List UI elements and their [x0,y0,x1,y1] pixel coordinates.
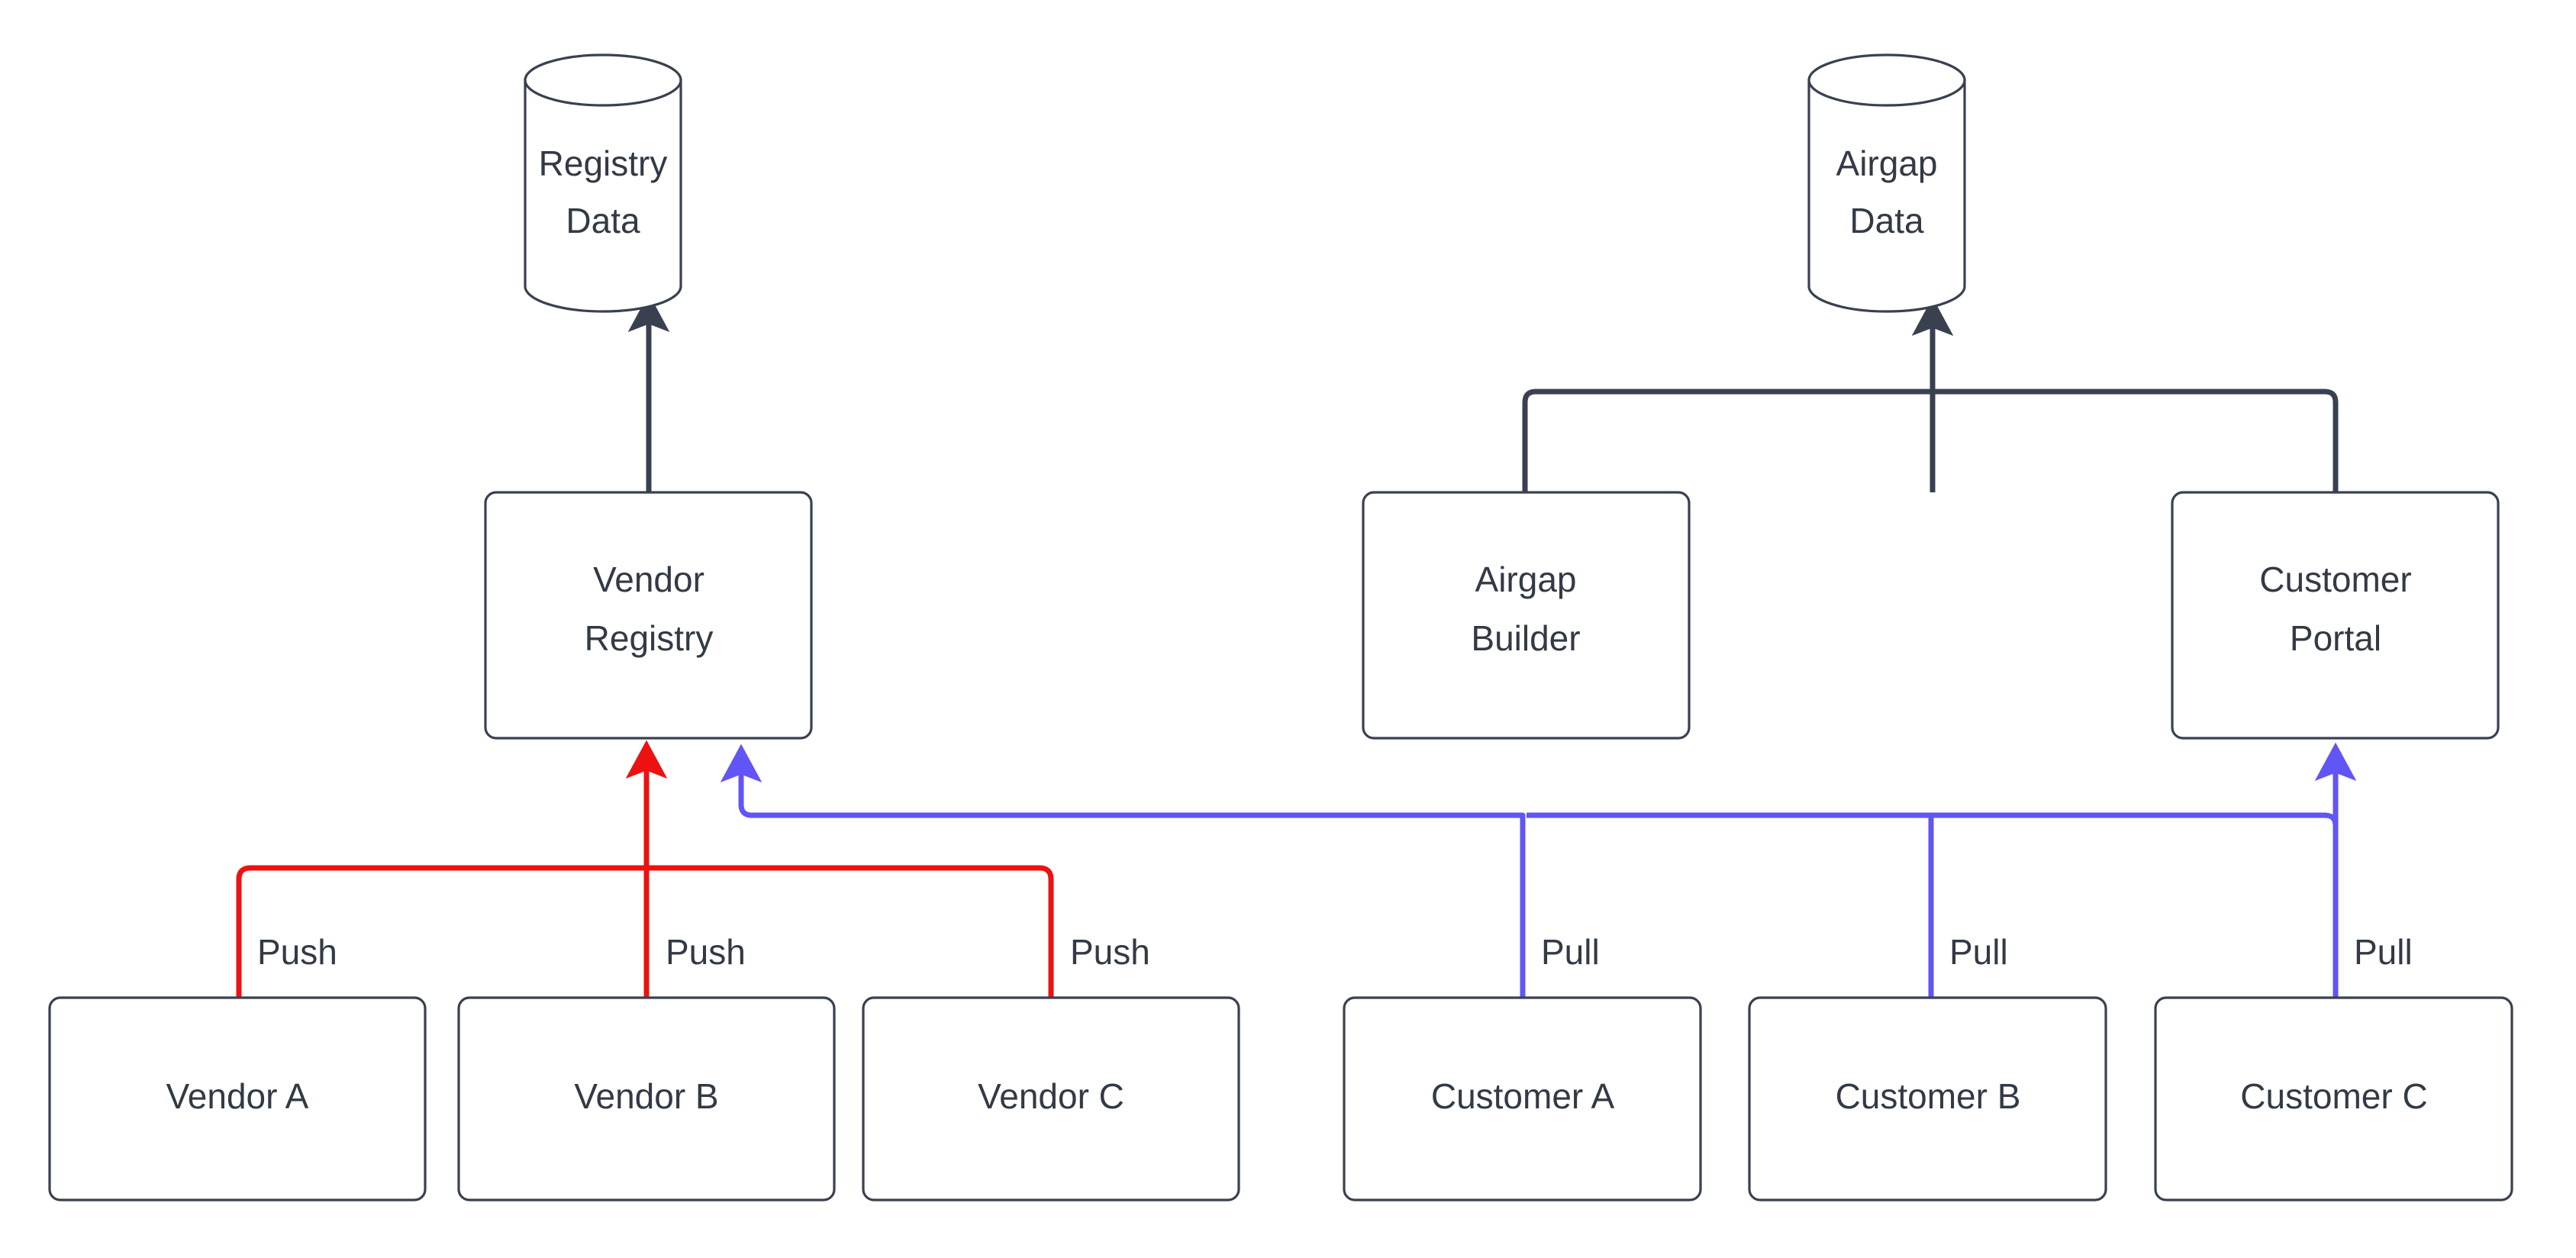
node-vendor-registry[interactable]: Vendor Registry [484,491,813,740]
customer-portal-label-line2: Portal [2290,618,2381,658]
customer-b-label: Customer B [1836,1076,2021,1116]
airgap-data-label-line2: Data [1849,201,1924,240]
airgap-builder-label-line2: Builder [1471,618,1580,658]
edge-layer [236,293,2357,998]
registry-data-label-line2: Data [566,201,640,240]
vendor-registry-box [484,491,813,740]
node-vendor-b[interactable]: Vendor B [457,996,836,1202]
airgap-builder-label-line1: Airgap [1475,560,1577,599]
airgap-builder-box [1362,491,1691,740]
customer-b-box [1748,996,2107,1202]
airgap-data-cylinder-body [1807,79,1966,313]
node-vendor-a[interactable]: Vendor A [48,996,427,1202]
edge-airgap-fork-branches [1522,389,2339,495]
edge-label-push-vendor-a: Push [257,932,337,972]
vendor-b-label: Vendor B [574,1076,718,1116]
node-airgap-data[interactable]: Airgap Data [1807,53,1966,313]
node-customer-b[interactable]: Customer B [1748,996,2107,1202]
node-customer-portal[interactable]: Customer Portal [2171,491,2500,740]
vendor-registry-label-line2: Registry [585,618,714,658]
edge-pull-bus-to-vendor-registry [720,744,1526,998]
customer-a-box [1343,996,1702,1202]
node-registry-data[interactable]: Registry Data [524,53,682,313]
vendor-a-box [48,996,427,1202]
vendor-registry-label-line1: Vendor [593,560,704,599]
registry-data-cylinder-body [524,79,682,313]
edge-label-pull-customer-b: Pull [1949,932,2008,972]
customer-a-label: Customer A [1431,1076,1615,1116]
airgap-data-cylinder-top [1807,53,1966,107]
vendor-c-box [862,996,1240,1202]
node-customer-c[interactable]: Customer C [2154,996,2513,1202]
vendor-b-box [457,996,836,1202]
registry-data-label-line1: Registry [539,144,668,183]
vendor-a-label: Vendor A [166,1076,309,1116]
customer-portal-box [2171,491,2500,740]
customer-c-label: Customer C [2240,1076,2427,1116]
edge-label-push-vendor-c: Push [1070,932,1150,972]
edge-label-pull-customer-c: Pull [2354,932,2413,972]
airgap-data-label-line1: Airgap [1836,144,1938,183]
edge-label-pull-customer-a: Pull [1541,932,1600,972]
vendor-c-label: Vendor C [978,1076,1124,1116]
node-customer-a[interactable]: Customer A [1343,996,1702,1202]
node-airgap-builder[interactable]: Airgap Builder [1362,491,1691,740]
customer-c-box [2154,996,2513,1202]
registry-data-cylinder-top [524,53,682,107]
edge-label-push-vendor-b: Push [666,932,746,972]
customer-portal-label-line1: Customer [2259,560,2411,599]
node-vendor-c[interactable]: Vendor C [862,996,1240,1202]
push-edge-group [236,740,1054,998]
pull-edge-group [720,742,2357,998]
